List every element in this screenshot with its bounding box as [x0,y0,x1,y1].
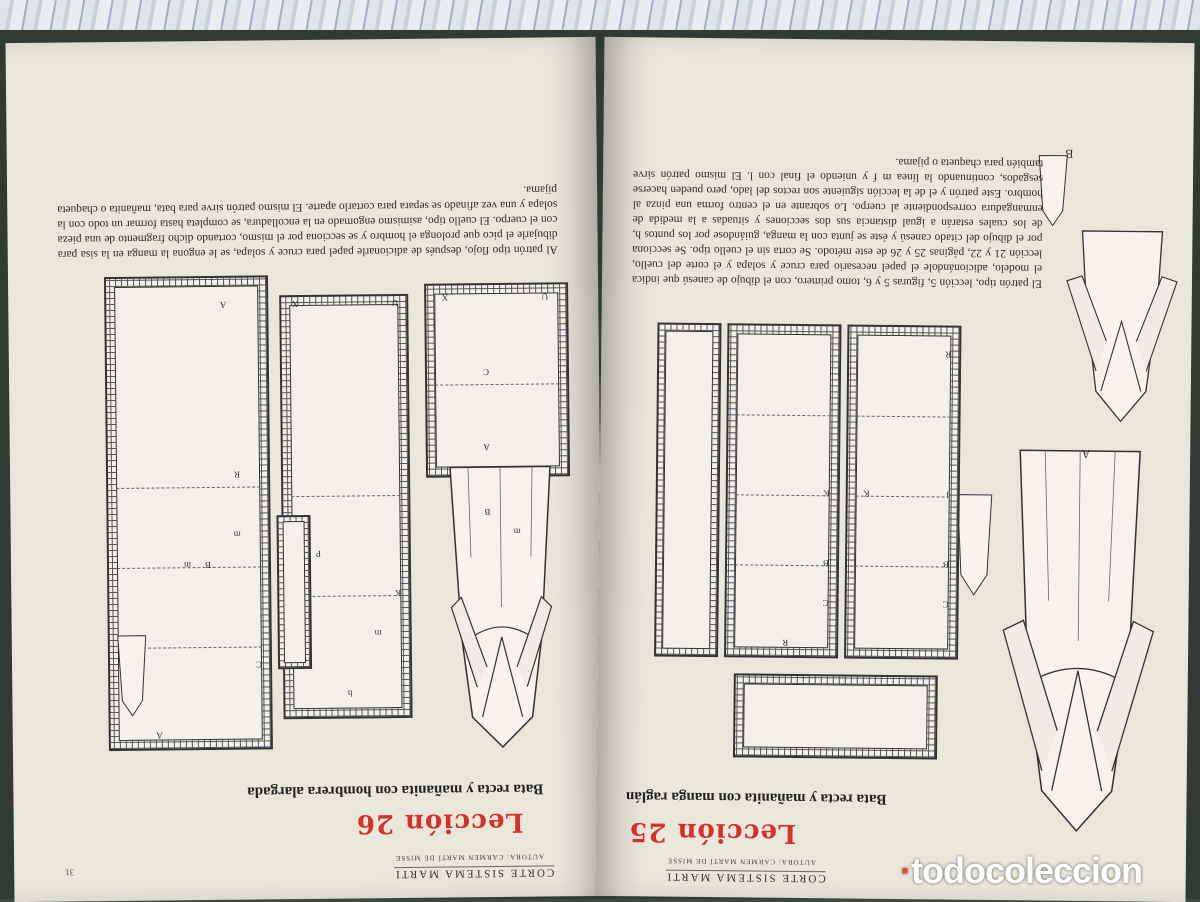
pattern-label-a: A [156,730,163,741]
left-header: CORTE SISTEMA MARTI [394,865,555,881]
pajama-figure-b [1066,230,1178,423]
watermark-dot: · [900,850,912,891]
pattern-label-r: R [233,469,241,480]
raglan-sleeve-pattern [732,673,938,760]
raglan-label-j: J [946,489,950,500]
raglan-collar-pattern [654,322,722,658]
raglan-label-b: B [822,558,830,569]
raglan-label-r2: R [945,349,952,360]
pattern-label-x2: X [441,292,449,303]
right-page: CORTE SISTEMA MARTI AUTORA: CARMEN MARTÍ… [595,36,1195,902]
pattern-label-m4: m [233,529,241,540]
figure-label-a: A [1081,446,1091,462]
right-page-content: CORTE SISTEMA MARTI AUTORA: CARMEN MARTÍ… [596,37,1195,902]
pattern-label-x: X [291,299,299,310]
left-page: CORTE SISTEMA MARTI AUTORA: CARMEN MARTÍ… [5,36,605,902]
raglan-label-r: R [782,637,789,648]
right-body-text: El patrón tipo, lección 5, figuras 5 y 6… [631,155,1044,290]
pattern-label-u2: U [541,291,549,302]
pattern-label-u: U [391,298,399,309]
pattern-label-c2: C [255,659,263,670]
figure-label-b: B [1065,146,1074,161]
raglan-label-c2: C [942,599,949,610]
pattern-label-k: K [394,587,402,599]
pattern-label-a3: A [483,442,490,453]
watermark-text: todocoleccion [911,850,1143,891]
left-page-content: CORTE SISTEMA MARTI AUTORA: CARMEN MARTÍ… [6,37,605,902]
left-body-text: Al patrón tipo flojo, después de adicion… [57,183,558,261]
pajama-back-figure [1038,154,1068,227]
pattern-piece-collar [276,514,313,670]
right-author: AUTORA: CARMEN MARTÍ DE MISSE [666,856,816,867]
pattern-label-m2: m [374,628,382,639]
right-subtitle: Bata recta y mañanita con manga raglán [625,788,887,807]
pattern-label-m: m [183,560,192,571]
robe-figure-drawing [449,465,553,749]
right-header: CORTE SISTEMA MARTI [665,869,826,885]
back-view-figure [117,635,147,717]
pattern-label-b: B [204,559,212,571]
left-author: AUTORA: CARMEN MARTÍ DE MISSE [395,852,545,863]
raglan-label-b2: B [942,559,950,570]
raglan-label-k2: K [863,488,870,499]
pattern-label-b2: B [484,507,491,518]
raglan-label-k: K [823,488,830,499]
pattern-label-m3: m [513,526,521,537]
left-subtitle: Bata recta y mañanita con hombrera alarg… [247,780,544,800]
pattern-piece-sleeve [424,282,571,478]
right-lesson-title: Lección 25 [628,816,797,848]
pattern-label-c: C [482,367,490,378]
robe-raglan-figure [1002,449,1155,833]
raglan-label-c: C [822,598,829,609]
raglan-back-view-figure [957,494,993,596]
pattern-label-a2: A [219,299,227,310]
left-lesson-title: Lección 26 [355,806,524,839]
pattern-label-h: h [347,688,353,699]
pattern-label-p: P [315,548,321,559]
left-page-number: 31 [65,867,75,878]
todocoleccion-watermark: ·todocoleccion [900,850,1143,892]
